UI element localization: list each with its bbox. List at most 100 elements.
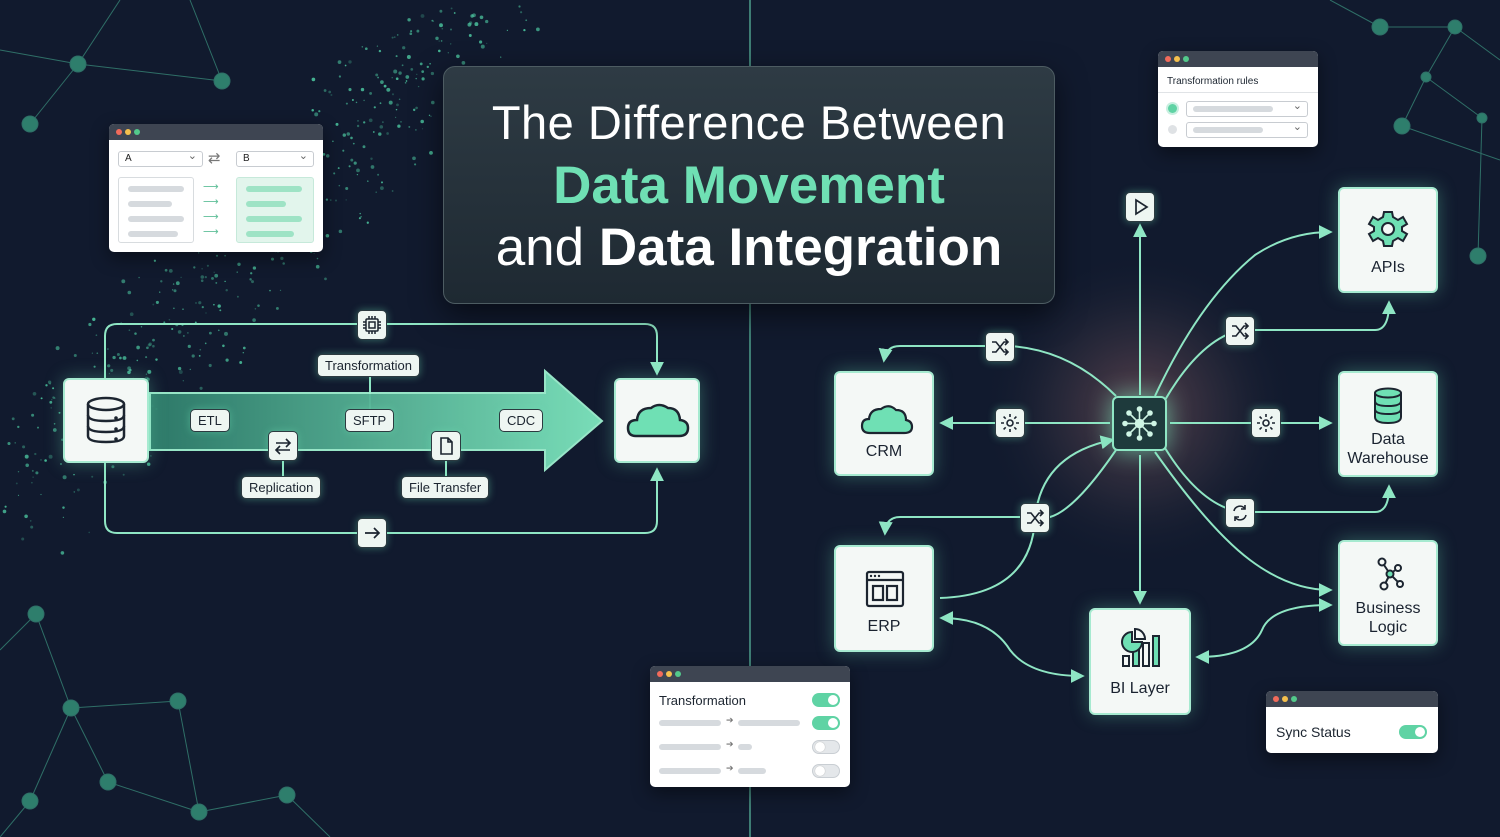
cdc-pill[interactable]: CDC bbox=[499, 409, 544, 432]
close-dot-icon[interactable] bbox=[1165, 56, 1171, 62]
bi-layer-node[interactable]: BI Layer bbox=[1089, 608, 1191, 715]
minimize-dot-icon[interactable] bbox=[125, 129, 131, 135]
arrow-right-icon bbox=[365, 527, 381, 539]
shuffle-step-box-2[interactable] bbox=[1020, 503, 1050, 533]
dust-particle bbox=[474, 22, 479, 27]
dust-particle bbox=[187, 344, 191, 349]
rule-radio-selected[interactable] bbox=[1168, 104, 1177, 113]
rule-radio[interactable] bbox=[1168, 125, 1177, 134]
minimize-dot-icon[interactable] bbox=[1174, 56, 1180, 62]
select-a[interactable]: A bbox=[118, 149, 203, 167]
select-b[interactable]: B bbox=[236, 149, 314, 167]
dust-particle bbox=[146, 462, 151, 466]
minimize-dot-icon[interactable] bbox=[1282, 696, 1288, 702]
close-dot-icon[interactable] bbox=[1273, 696, 1279, 702]
dust-particle bbox=[356, 173, 359, 176]
dust-particle bbox=[35, 471, 39, 475]
dust-particle bbox=[164, 268, 168, 272]
dust-particle bbox=[50, 407, 52, 409]
shuffle-step-box-3[interactable] bbox=[1225, 316, 1255, 346]
dust-particle bbox=[368, 118, 373, 123]
dust-particle bbox=[208, 363, 212, 368]
dust-particle bbox=[430, 71, 435, 76]
window-titlebar bbox=[1158, 51, 1318, 67]
replication-step-box[interactable] bbox=[268, 431, 298, 461]
close-dot-icon[interactable] bbox=[657, 671, 663, 677]
apis-node[interactable]: APIs bbox=[1338, 187, 1438, 293]
data-warehouse-node[interactable]: Data Warehouse bbox=[1338, 371, 1438, 477]
dust-particle bbox=[353, 161, 357, 165]
dust-particle bbox=[201, 306, 204, 309]
settings-step-box[interactable] bbox=[995, 408, 1025, 438]
dust-particle bbox=[337, 167, 340, 170]
dust-particle bbox=[453, 12, 456, 14]
dust-particle bbox=[429, 63, 431, 65]
rule-toggle-1[interactable] bbox=[812, 716, 840, 730]
dust-particle bbox=[204, 342, 207, 345]
dust-particle bbox=[380, 80, 384, 84]
minimize-dot-icon[interactable] bbox=[666, 671, 672, 677]
swap-icon[interactable]: ⇄ bbox=[208, 150, 221, 167]
dust-particle bbox=[168, 269, 173, 273]
dust-particle bbox=[152, 344, 155, 348]
dust-particle bbox=[62, 475, 67, 480]
dust-particle bbox=[191, 354, 195, 358]
data-warehouse-label: Data Warehouse bbox=[1347, 431, 1429, 467]
rule-select-2[interactable] bbox=[1186, 120, 1308, 138]
transformation-master-toggle[interactable] bbox=[812, 693, 840, 707]
file-step-box[interactable] bbox=[431, 431, 461, 461]
cloud-target-node[interactable] bbox=[614, 378, 700, 463]
dust-particle bbox=[439, 9, 443, 13]
dust-particle bbox=[236, 295, 239, 298]
dust-particle bbox=[383, 84, 387, 88]
dust-particle bbox=[108, 373, 110, 375]
dust-particle bbox=[355, 101, 358, 104]
dust-particle bbox=[409, 32, 413, 36]
dust-particle bbox=[168, 318, 171, 321]
transformation-pill[interactable]: Transformation bbox=[317, 354, 420, 377]
dust-particle bbox=[49, 382, 52, 385]
dust-particle bbox=[373, 106, 376, 109]
crm-node[interactable]: CRM bbox=[834, 371, 934, 476]
dust-particle bbox=[380, 186, 384, 191]
dust-particle bbox=[330, 199, 332, 201]
rule-toggle-3[interactable] bbox=[812, 764, 840, 778]
maximize-dot-icon[interactable] bbox=[675, 671, 681, 677]
maximize-dot-icon[interactable] bbox=[1291, 696, 1297, 702]
rule-toggle-2[interactable] bbox=[812, 740, 840, 754]
erp-node[interactable]: ERP bbox=[834, 545, 934, 652]
sync-step-box[interactable] bbox=[1225, 498, 1255, 528]
source-database-node[interactable] bbox=[63, 378, 149, 463]
sftp-pill[interactable]: SFTP bbox=[345, 409, 395, 432]
dust-particle bbox=[73, 353, 77, 358]
rule-select-1[interactable] bbox=[1186, 99, 1308, 117]
maximize-dot-icon[interactable] bbox=[134, 129, 140, 135]
dust-particle bbox=[73, 491, 76, 493]
shuffle-step-box[interactable] bbox=[985, 332, 1015, 362]
direct-transfer-box[interactable] bbox=[357, 518, 387, 548]
dust-particle bbox=[328, 90, 332, 94]
crm-label: CRM bbox=[865, 443, 903, 460]
settings-step-box-2[interactable] bbox=[1251, 408, 1281, 438]
dust-particle bbox=[393, 36, 396, 38]
dust-particle bbox=[397, 124, 401, 128]
dust-particle bbox=[379, 102, 382, 105]
dust-particle bbox=[375, 73, 379, 77]
sync-status-toggle[interactable] bbox=[1399, 725, 1427, 739]
dust-particle bbox=[410, 30, 413, 33]
dust-particle bbox=[325, 233, 330, 238]
dust-particle bbox=[450, 7, 453, 10]
transformation-step-box[interactable] bbox=[357, 310, 387, 340]
play-step-box[interactable] bbox=[1125, 192, 1155, 222]
maximize-dot-icon[interactable] bbox=[1183, 56, 1189, 62]
dust-particle bbox=[14, 442, 16, 444]
chip-icon bbox=[363, 316, 381, 334]
integration-hub-node[interactable] bbox=[1112, 396, 1167, 451]
dust-particle bbox=[520, 11, 523, 14]
replication-pill[interactable]: Replication bbox=[241, 476, 322, 499]
business-logic-node[interactable]: Business Logic bbox=[1338, 540, 1438, 646]
close-dot-icon[interactable] bbox=[116, 129, 122, 135]
file-transfer-pill[interactable]: File Transfer bbox=[401, 476, 490, 499]
etl-pill[interactable]: ETL bbox=[190, 409, 230, 432]
dust-particle bbox=[17, 471, 20, 473]
